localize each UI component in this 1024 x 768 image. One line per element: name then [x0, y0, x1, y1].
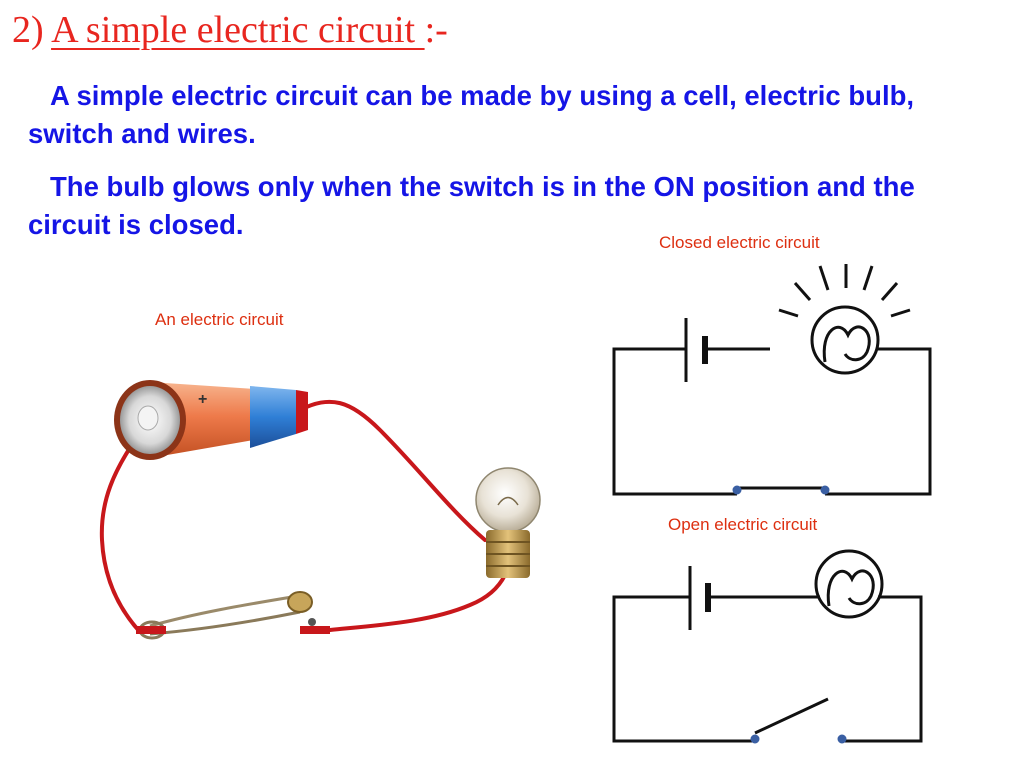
- title-suffix: :-: [424, 9, 448, 51]
- svg-text:+: +: [198, 391, 207, 408]
- circuit-switch-icon: [750, 697, 847, 744]
- photo-circuit-caption: An electric circuit: [155, 310, 284, 329]
- circuit-bulb-icon: [810, 305, 880, 375]
- paragraph-circuit-definition: A simple electric circuit can be made by…: [28, 80, 915, 149]
- circuit-cell-icon: [684, 318, 708, 382]
- wire-battery-to-bulb: [298, 399, 487, 542]
- title-text: A simple electric circuit: [51, 9, 425, 51]
- closed-circuit-caption: Closed electric circuit: [659, 233, 820, 252]
- open-circuit-diagram: [612, 549, 923, 744]
- circuit-cell-icon: [688, 566, 711, 630]
- open-circuit-caption: Open electric circuit: [668, 515, 818, 534]
- wire-battery-to-pin: [99, 438, 142, 634]
- circuit-bulb-icon: [814, 549, 884, 619]
- safety-pin-switch-icon: [136, 591, 330, 640]
- closed-circuit-wires: [612, 347, 932, 496]
- bulb-glow-rays: [778, 264, 911, 318]
- title-number: 2): [12, 9, 44, 51]
- battery-cell-icon: +: [114, 380, 308, 460]
- photo-wires: [99, 399, 507, 634]
- bulb-icon: [475, 467, 541, 578]
- closed-circuit-diagram: [612, 264, 932, 496]
- slide-title: 2) A simple electric circuit :-: [12, 9, 448, 52]
- paragraph-bulb-glows: The bulb glows only when the switch is i…: [28, 171, 915, 240]
- open-circuit-wires: [612, 595, 923, 743]
- wire-pin-to-bulb: [328, 573, 507, 632]
- circuit-switch-icon: [732, 485, 830, 495]
